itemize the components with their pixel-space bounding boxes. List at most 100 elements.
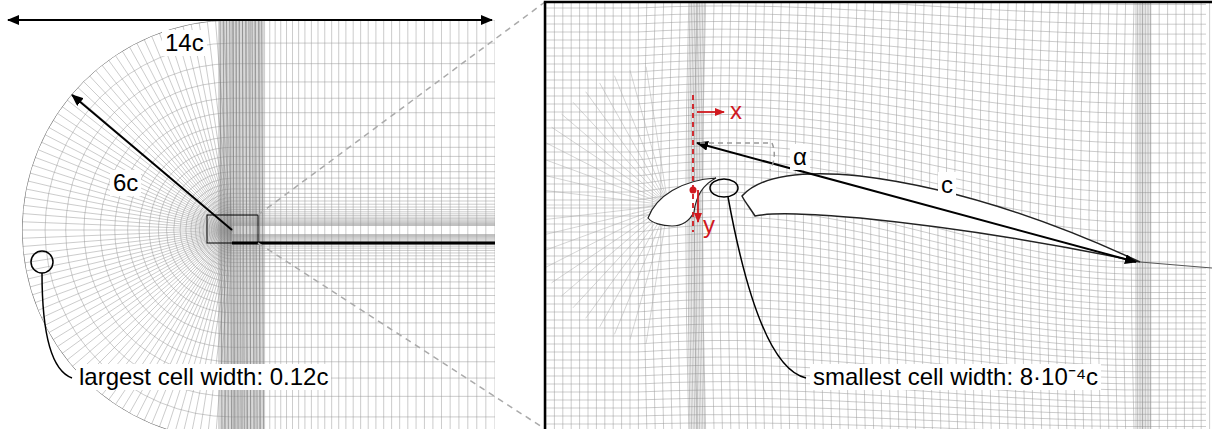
mesh-line	[787, 3, 790, 429]
mesh-line	[1136, 3, 1137, 429]
mesh-line	[1147, 3, 1148, 429]
mesh-line	[232, 238, 495, 239]
mesh-line	[11, 230, 232, 292]
mesh-line	[232, 303, 495, 304]
mesh-line	[562, 3, 563, 429]
mesh-line	[614, 76, 668, 205]
mesh-line	[546, 205, 668, 206]
mesh-line	[546, 29, 1206, 54]
mesh-line	[554, 3, 555, 429]
mesh-line	[546, 398, 1206, 414]
mesh-line	[149, 147, 232, 312]
mesh-line	[588, 3, 589, 429]
mesh-line	[770, 3, 773, 429]
mesh-line	[214, 230, 232, 429]
mesh-line	[1167, 3, 1168, 429]
mesh-line	[232, 211, 495, 212]
mesh-line	[485, 0, 486, 429]
mesh-line	[5, 194, 232, 230]
mesh-line	[232, 234, 495, 235]
mesh-line	[368, 0, 369, 429]
mesh-line	[232, 347, 495, 348]
radius-arrow	[72, 95, 232, 230]
callout-circle	[31, 251, 53, 273]
mesh-line	[546, 189, 668, 205]
mesh-line	[546, 122, 1206, 173]
axis-label: x	[730, 98, 742, 124]
mesh-line	[1192, 3, 1193, 429]
mesh-line	[546, 107, 1206, 153]
angle-arc	[700, 143, 774, 170]
mesh-line	[1106, 3, 1109, 429]
mesh-line	[646, 67, 668, 205]
y-axis-arrow	[697, 190, 699, 222]
dimension-label: c	[938, 172, 956, 198]
mesh-line	[232, 236, 495, 237]
mesh-line	[23, 134, 232, 230]
mesh-line	[1159, 3, 1160, 429]
mesh-line	[694, 3, 697, 429]
mesh-line	[476, 0, 477, 429]
mesh-line	[196, 230, 232, 429]
mesh-line	[232, 262, 495, 263]
mesh-line	[115, 113, 232, 348]
mesh-line	[232, 201, 495, 202]
mesh-line	[120, 230, 232, 429]
mesh-line	[736, 3, 739, 429]
mesh-line	[573, 102, 668, 205]
mesh-line	[1144, 3, 1145, 429]
mesh-line	[232, 188, 495, 189]
mesh-line	[546, 275, 1206, 323]
leader-line	[728, 197, 806, 378]
mesh-line	[36, 230, 232, 350]
dimension-label: 6c	[110, 170, 141, 196]
mesh-line	[1142, 3, 1143, 429]
mesh-line	[232, 63, 495, 64]
mesh-line	[232, 171, 495, 172]
mesh-line	[136, 230, 232, 429]
mesh-line	[41, 230, 232, 358]
mesh-line	[232, 235, 495, 236]
mesh-line	[596, 3, 597, 429]
mesh-line	[112, 34, 232, 230]
mesh-line	[232, 248, 495, 249]
mesh-line	[69, 67, 232, 230]
mesh-line	[232, 224, 495, 225]
mesh-line	[232, 250, 495, 251]
mesh-line	[232, 217, 495, 218]
mesh-line	[1137, 3, 1138, 429]
mesh-line	[495, 0, 496, 429]
mesh-line	[360, 0, 361, 429]
mesh-line	[546, 130, 1206, 183]
mesh-line	[84, 82, 232, 378]
mesh-line	[128, 25, 232, 230]
mesh-line	[31, 230, 232, 342]
mesh-line	[20, 142, 232, 230]
mesh-line	[546, 291, 1206, 335]
mesh-line	[232, 255, 495, 256]
mesh-line	[136, 21, 232, 230]
mesh-line	[546, 3, 1206, 14]
mesh-line	[16, 150, 232, 230]
mesh-line	[1148, 3, 1149, 429]
mesh-line	[383, 0, 384, 429]
mesh-line	[112, 230, 232, 426]
mesh-line	[232, 222, 495, 223]
mesh-line	[5, 230, 232, 266]
mesh-line	[407, 0, 408, 429]
mesh-line	[232, 43, 495, 44]
mesh-line	[232, 242, 495, 245]
mesh-line	[232, 225, 495, 226]
mesh-line	[232, 240, 495, 241]
mesh-line	[441, 0, 442, 429]
mesh-line	[546, 299, 1206, 341]
mesh-line	[232, 207, 495, 208]
mesh-line	[104, 39, 232, 230]
callout-label: largest cell width: 0.12c	[76, 364, 331, 390]
chord-arrow	[697, 143, 1136, 262]
mesh-line	[546, 115, 1206, 163]
mesh-line	[546, 266, 1206, 317]
mesh-line	[36, 110, 232, 230]
mesh-line	[232, 396, 495, 397]
mesh-line	[232, 242, 495, 243]
